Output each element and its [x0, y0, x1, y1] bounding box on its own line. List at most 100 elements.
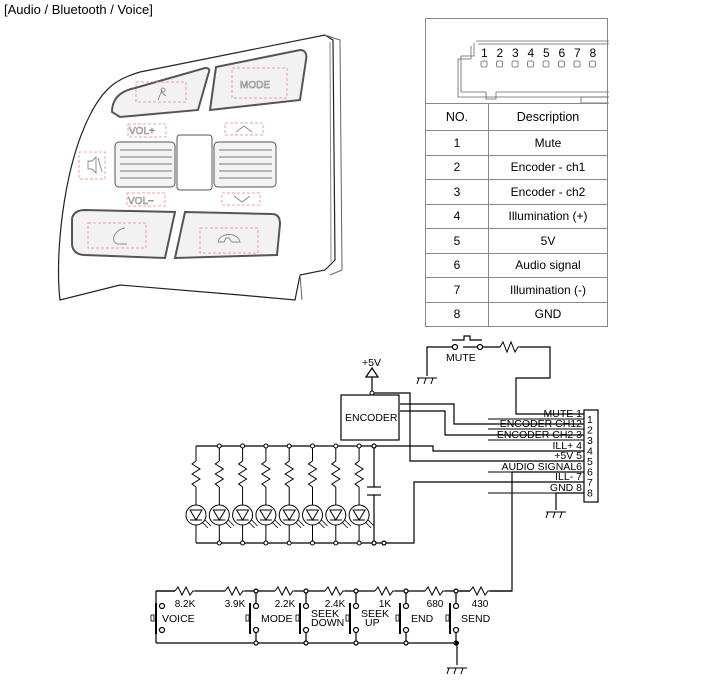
schematic-pin-label: ENCODER CH2 3: [497, 429, 582, 441]
resistor-value: 3.9K: [225, 599, 246, 610]
schematic-pin-label: AUDIO SIGNAL6: [501, 461, 582, 473]
encoder-label: ENCODER: [345, 412, 398, 424]
switch-label: END: [411, 613, 434, 625]
resistor-value: 430: [472, 599, 489, 610]
led-icon: [255, 504, 277, 526]
voice-recognition-icon: [157, 87, 167, 101]
led-icon: [185, 504, 207, 526]
switch-label-line: DOWN: [311, 617, 344, 629]
vol-minus-label: VOL−: [128, 196, 154, 207]
switch-housing: [57, 34, 336, 301]
resistor-value: 680: [427, 599, 444, 610]
steering-switch-illustration: MODE VOL+ VOL−: [57, 34, 343, 301]
capacitor: [367, 443, 387, 546]
table-header-row: NO. Description: [425, 103, 608, 131]
ground-icon: [416, 377, 437, 385]
connector-pin-hole: [542, 60, 550, 68]
phone-send-icon: [113, 227, 127, 245]
led-icon: [208, 504, 230, 526]
resistor-value: 2.2K: [275, 599, 296, 610]
schematic-pin-label: ILL+ 4: [553, 440, 583, 452]
resistor-icon: [324, 585, 345, 597]
ladder-resistor: 2.2K: [274, 585, 296, 610]
pin-description-cell: GND: [488, 301, 608, 327]
resistor-icon: [274, 585, 295, 597]
switch-label: MODE: [261, 613, 293, 625]
schematic-pin-label: MUTE 1: [543, 408, 582, 420]
resistor-icon: [237, 460, 248, 488]
supply-label: +5V: [362, 357, 381, 369]
led-branch: [255, 443, 282, 546]
switch-label: VOICE: [162, 613, 195, 625]
schematic-pin-label: +5V 5: [554, 450, 582, 462]
resistor-icon: [191, 460, 201, 488]
connector-pin-number: 3: [512, 46, 519, 60]
header-description: Description: [488, 103, 608, 131]
led-branch: [302, 443, 328, 546]
resistor-icon: [424, 585, 445, 597]
led-branch: [232, 443, 258, 546]
ladder-switch: [295, 588, 310, 646]
connector-pin-hole: [573, 60, 581, 68]
ladder-resistor: 430: [469, 585, 490, 610]
led-icon: [348, 504, 370, 526]
led-branch: [348, 443, 375, 546]
schematic-connector-pin: 6: [587, 467, 593, 479]
resistor-value: 8.2K: [175, 599, 196, 610]
switch-label: SEND: [461, 613, 491, 625]
resistor-icon: [374, 585, 395, 597]
ground-icon: [545, 511, 566, 519]
ladder-switch: [395, 588, 410, 646]
send-button[interactable]: [71, 208, 177, 260]
mute-switch-label: MUTE: [446, 352, 476, 364]
schematic-connector-pin: 2: [587, 425, 593, 437]
ground-icon: [446, 667, 467, 675]
pin-description-cell: Encoder - ch2: [488, 179, 608, 205]
connector-pin-number: 1: [481, 46, 488, 60]
phone-end-icon: [217, 234, 241, 243]
resistor-value: 2.4K: [325, 599, 346, 610]
schematic-pin-label: ILL- 7: [555, 471, 582, 483]
connector-pin-hole: [589, 60, 596, 68]
led-icon: [232, 504, 254, 526]
resistor-icon: [469, 585, 490, 597]
resistor-icon: [307, 460, 318, 488]
led-icon: [302, 504, 323, 526]
schematic-connector-pin: 7: [587, 477, 593, 489]
connector-pin-hole: [558, 60, 565, 68]
pin-number-cell: 4: [425, 203, 489, 229]
resistor-icon: [224, 585, 245, 597]
ladder-switch: [150, 602, 166, 634]
switch-label-line: UP: [365, 617, 380, 629]
pin-number-cell: 8: [425, 301, 489, 327]
mute-switch: [451, 335, 520, 354]
resistor-value: 1K: [379, 599, 392, 610]
ladder-resistor: 1K: [374, 585, 395, 610]
chevron-down-icon: [233, 195, 251, 203]
connector-pin-hole: [480, 60, 488, 68]
connector-pin-number: 7: [574, 46, 581, 60]
connector-pin-number: 8: [590, 46, 597, 60]
pin-description-cell: 5V: [488, 228, 608, 254]
vol-plus-label: VOL+: [129, 126, 155, 137]
header-no: NO.: [425, 103, 489, 131]
led-branch: [185, 446, 212, 543]
led-branch: [325, 443, 352, 546]
chevron-up-icon: [235, 125, 253, 133]
resistor-icon: [214, 460, 225, 488]
led-icon: [278, 504, 300, 526]
ladder-switch: [345, 588, 360, 646]
pin-description-cell: Illumination (-): [488, 277, 608, 303]
mode-button[interactable]: [208, 48, 308, 112]
schematic-connector-pin: 5: [587, 456, 593, 468]
schematic-connector-pin: 4: [587, 446, 593, 458]
ladder-resistor: 680: [424, 585, 445, 610]
connector-pin-number: 4: [528, 46, 535, 60]
resistor-icon: [284, 460, 295, 488]
